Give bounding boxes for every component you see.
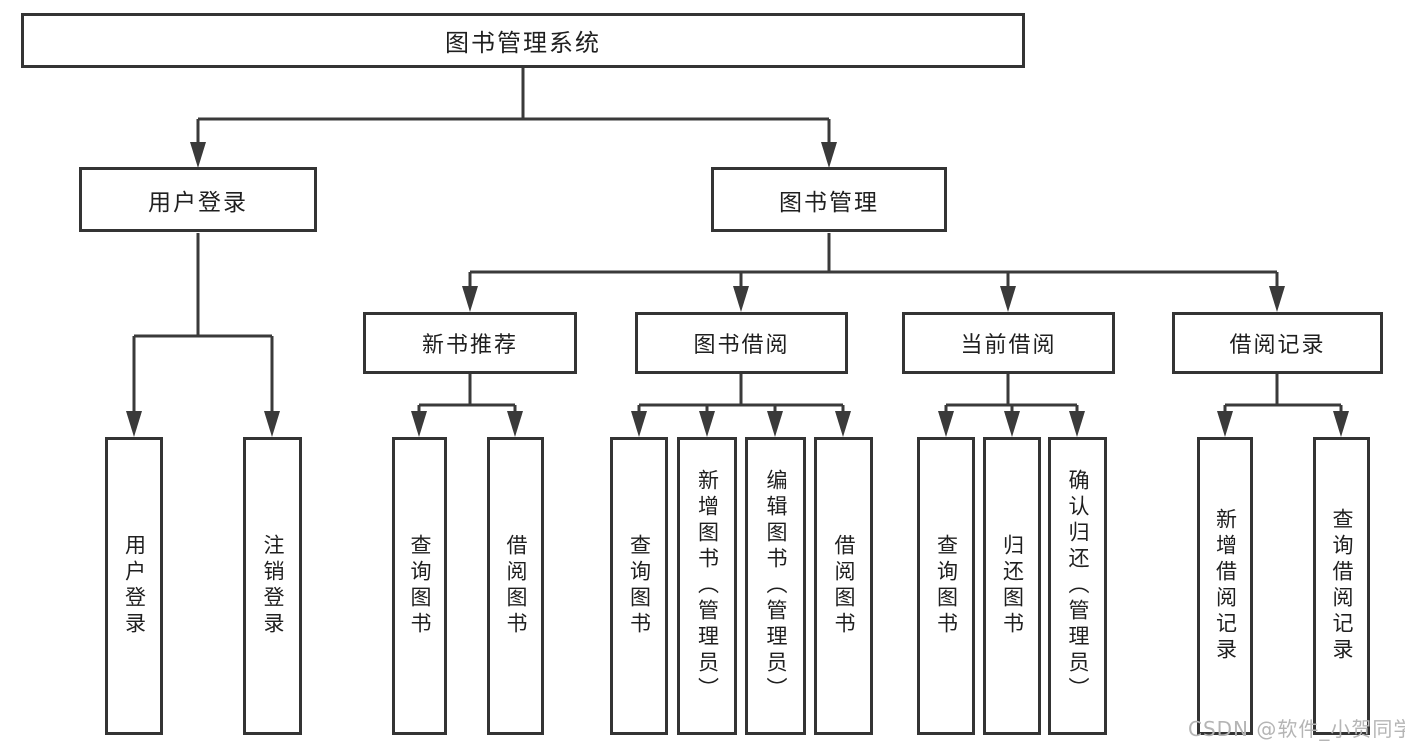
arrowhead (767, 411, 783, 437)
leaf-confirm-return-admin: 确认归还（管理员） (1048, 437, 1107, 735)
leaf-borrow-books: 借阅图书 (814, 437, 873, 735)
arrowhead (507, 411, 523, 437)
node-label: 图书管理 (779, 189, 879, 216)
arrowhead (1004, 411, 1020, 437)
node-label: 用户登录 (122, 534, 147, 638)
node-label: 注销登录 (261, 534, 285, 638)
leaf-return-books: 归还图书 (983, 437, 1041, 735)
arrowhead (1069, 411, 1085, 437)
leaf-query-books-borrow: 查询图书 (610, 437, 668, 735)
node-label: 当前借阅 (960, 333, 1057, 358)
node-root-library-system: 图书管理系统 (21, 13, 1025, 68)
leaf-add-borrow-record: 新增借阅记录 (1197, 437, 1253, 735)
node-book-borrow: 图书借阅 (635, 312, 848, 374)
arrowhead (1269, 286, 1285, 312)
arrowhead (126, 411, 142, 437)
node-label: 确认归还（管理员） (1066, 469, 1090, 703)
node-label: 图书借阅 (693, 333, 790, 358)
leaf-add-books-admin: 新增图书（管理员） (677, 437, 737, 735)
node-label: 新书推荐 (421, 333, 518, 358)
arrowhead (190, 142, 206, 168)
arrowhead (1333, 411, 1349, 437)
node-label: 新增图书（管理员） (695, 469, 720, 703)
node-label: 查询图书 (934, 534, 959, 638)
node-label: 归还图书 (1000, 534, 1025, 638)
node-user-login-branch: 用户登录 (79, 167, 317, 232)
node-label: 借阅图书 (832, 534, 856, 638)
arrowhead (264, 411, 280, 437)
arrowhead (462, 286, 478, 312)
leaf-query-books-current: 查询图书 (917, 437, 975, 735)
node-current-borrow: 当前借阅 (902, 312, 1115, 374)
arrowhead (1000, 286, 1016, 312)
arrowhead (699, 411, 715, 437)
arrowhead (733, 286, 749, 312)
node-label: 用户登录 (148, 189, 248, 216)
leaf-query-borrow-record: 查询借阅记录 (1313, 437, 1370, 735)
leaf-borrow-books-recommend: 借阅图书 (487, 437, 544, 735)
arrowhead (938, 411, 954, 437)
arrowhead (1217, 411, 1233, 437)
node-label: 编辑图书（管理员） (764, 469, 788, 703)
node-label: 图书管理系统 (445, 29, 601, 57)
leaf-logout: 注销登录 (243, 437, 302, 735)
node-label: 新增借阅记录 (1213, 508, 1238, 664)
arrowhead (631, 411, 647, 437)
arrowhead (411, 411, 427, 437)
node-new-book-recommend: 新书推荐 (363, 312, 577, 374)
node-label: 查询借阅记录 (1330, 508, 1354, 664)
node-label: 借阅记录 (1229, 333, 1326, 358)
node-borrow-records: 借阅记录 (1172, 312, 1383, 374)
node-label: 查询图书 (408, 534, 432, 638)
node-label: 查询图书 (627, 534, 652, 638)
leaf-user-login: 用户登录 (105, 437, 163, 735)
node-book-management-branch: 图书管理 (711, 167, 947, 232)
leaf-edit-books-admin: 编辑图书（管理员） (745, 437, 806, 735)
node-label: 借阅图书 (504, 534, 528, 638)
arrowhead (821, 142, 837, 168)
leaf-query-books-recommend: 查询图书 (392, 437, 447, 735)
arrowhead (835, 411, 851, 437)
